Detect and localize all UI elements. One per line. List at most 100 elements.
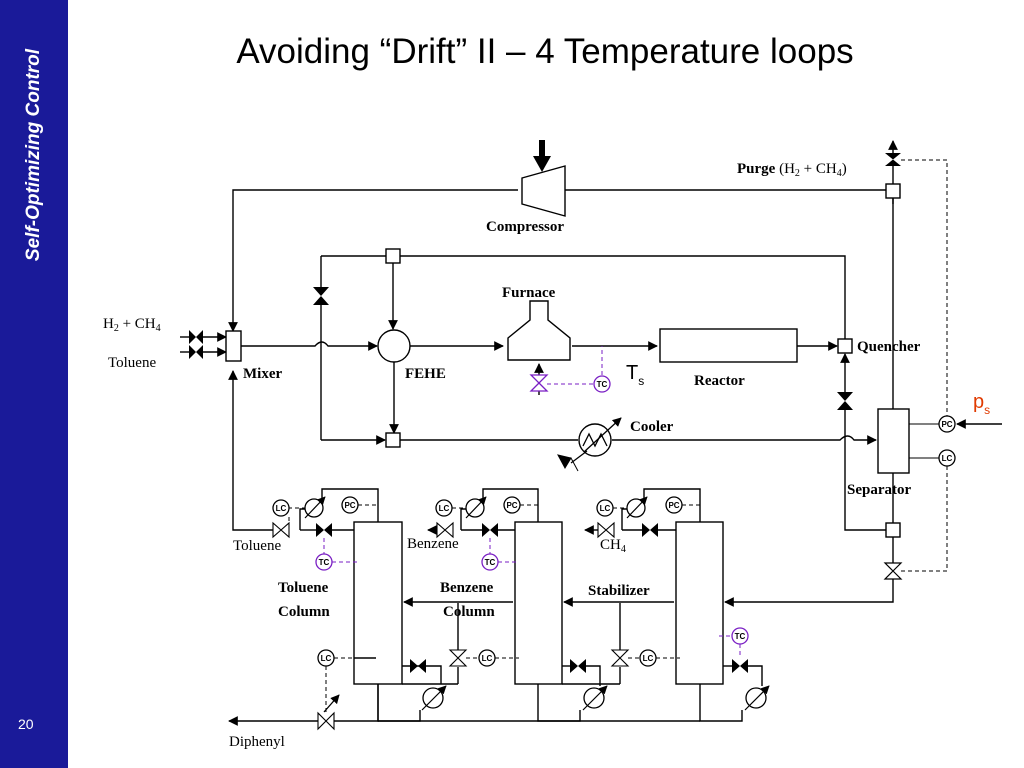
separator-level-controller[interactable]: LC (938, 449, 956, 467)
fehe-bypass-valve[interactable] (313, 287, 329, 305)
mixer (225, 330, 242, 362)
ben-condenser-controls (452, 504, 538, 509)
cooler-valve[interactable] (557, 454, 579, 472)
fehe-bypass-lines (320, 255, 846, 445)
svg-text:LC: LC (600, 504, 611, 513)
stabilizer-pressure-controller[interactable]: PC (665, 496, 683, 514)
toluene-reboiler-valve[interactable] (410, 659, 426, 673)
compressor (521, 140, 566, 217)
stab-condenser-controls (613, 504, 700, 509)
stabilizer-condenser-level-controller[interactable]: LC (596, 499, 614, 517)
separator (877, 408, 910, 474)
svg-text:PC: PC (344, 501, 355, 510)
h2-ch4-feed-label: H2 + CH4 (103, 316, 161, 334)
svg-text:TC: TC (485, 558, 496, 567)
toluene-distillate-valve[interactable] (272, 521, 290, 539)
ch4-product-label: CH4 (600, 537, 626, 555)
quench-line (840, 198, 894, 531)
separator-liquid-valve[interactable] (883, 562, 903, 580)
toluene-bottom-controls (325, 657, 358, 713)
benzene-distillate-valve[interactable] (436, 521, 454, 539)
fehe-exchanger (377, 329, 411, 363)
purge-junction (885, 183, 901, 199)
toluene-feed-valve[interactable] (189, 345, 203, 359)
toluene-column-label-line1: Toluene (278, 580, 329, 596)
separator-pressure-controller[interactable]: PC (938, 415, 956, 433)
sidebar: Self-Optimizing Control 20 (0, 0, 68, 768)
toluene-reboiler (421, 685, 447, 711)
svg-text:PC: PC (506, 501, 517, 510)
cooler-line (400, 435, 877, 445)
diphenyl-valve[interactable] (317, 711, 335, 731)
stabilizer-condenser (626, 496, 648, 519)
benzene-temperature-controller[interactable]: TC (481, 553, 499, 571)
benzene-bottom-level-controller[interactable]: LC (478, 649, 496, 667)
svg-text:PC: PC (668, 501, 679, 510)
benzene-reboiler (582, 685, 608, 711)
stabilizer-tc-loop (719, 635, 741, 658)
stabilizer-vent-valve[interactable] (597, 521, 615, 539)
benzene-condenser (465, 496, 487, 519)
toluene-condenser (304, 496, 326, 519)
furnace-temperature-controller[interactable]: TC (593, 375, 611, 393)
quencher-label: Quencher (857, 339, 921, 355)
h2-ch4-feed-valve[interactable] (189, 330, 203, 344)
toluene-temperature-controller[interactable]: TC (315, 553, 333, 571)
benzene-reflux-valve[interactable] (482, 523, 498, 537)
stabilizer-lines (538, 488, 763, 722)
main-process-line (241, 341, 838, 351)
toluene-condenser-level-controller[interactable]: LC (272, 499, 290, 517)
tol-condenser-controls (288, 504, 378, 523)
ps-label: ps (973, 391, 990, 417)
separator-instrument-lines (909, 419, 1002, 459)
feed-lines (180, 332, 227, 357)
svg-text:LC: LC (942, 454, 953, 463)
furnace-tc-loop (547, 346, 603, 385)
purge-pressure-signal (901, 159, 948, 572)
separator-label: Separator (847, 482, 911, 498)
svg-text:LC: LC (321, 654, 332, 663)
toluene-reflux-valve[interactable] (316, 523, 332, 537)
reactor (659, 328, 798, 363)
quench-valve[interactable] (837, 392, 853, 410)
fehe-label: FEHE (405, 366, 446, 382)
benzene-pressure-controller[interactable]: PC (503, 496, 521, 514)
benzene-condenser-level-controller[interactable]: LC (435, 499, 453, 517)
quencher (837, 338, 853, 354)
furnace-label: Furnace (502, 285, 556, 301)
svg-text:LC: LC (439, 504, 450, 513)
slide-title: Avoiding “Drift” II – 4 Temperature loop… (236, 32, 854, 71)
cooler-label: Cooler (630, 419, 674, 435)
toluene-feed-label: Toluene (108, 355, 156, 371)
svg-text:TC: TC (597, 380, 608, 389)
stabilizer-bottom-valve[interactable] (610, 649, 630, 667)
stabilizer-reflux-valve[interactable] (642, 523, 658, 537)
purge-valve[interactable] (885, 153, 901, 166)
stabilizer-label: Stabilizer (588, 583, 650, 599)
benzene-tc-loop (489, 538, 519, 563)
svg-text:LC: LC (643, 654, 654, 663)
toluene-bottom-level-controller[interactable]: LC (317, 649, 335, 667)
fehe-hot-junction (385, 248, 401, 264)
toluene-tc-loop (323, 538, 358, 563)
benzene-product-label: Benzene (407, 536, 459, 552)
benzene-column-label-line1: Benzene (440, 580, 494, 596)
stabilizer-bottom-level-controller[interactable]: LC (639, 649, 657, 667)
toluene-pressure-controller[interactable]: PC (341, 496, 359, 514)
benzene-bottom-valve[interactable] (448, 649, 468, 667)
diphenyl-label: Diphenyl (229, 734, 285, 750)
fehe-mix-junction (385, 432, 401, 448)
separator-liquid-line (724, 473, 894, 607)
furnace-fuel-valve[interactable] (529, 374, 549, 392)
ts-label: Ts (626, 362, 644, 388)
mixer-label: Mixer (243, 366, 282, 382)
toluene-product-label: Toluene (233, 538, 281, 554)
benzene-reboiler-valve[interactable] (570, 659, 586, 673)
stabilizer-temperature-controller[interactable]: TC (731, 627, 749, 645)
compressor-label: Compressor (486, 219, 564, 235)
purge-label: Purge (H2 + CH4) (737, 161, 847, 179)
stabilizer-reboiler-valve[interactable] (732, 659, 748, 673)
slide-number: 20 (18, 716, 34, 732)
benzene-column-label-line2: Column (443, 604, 495, 620)
